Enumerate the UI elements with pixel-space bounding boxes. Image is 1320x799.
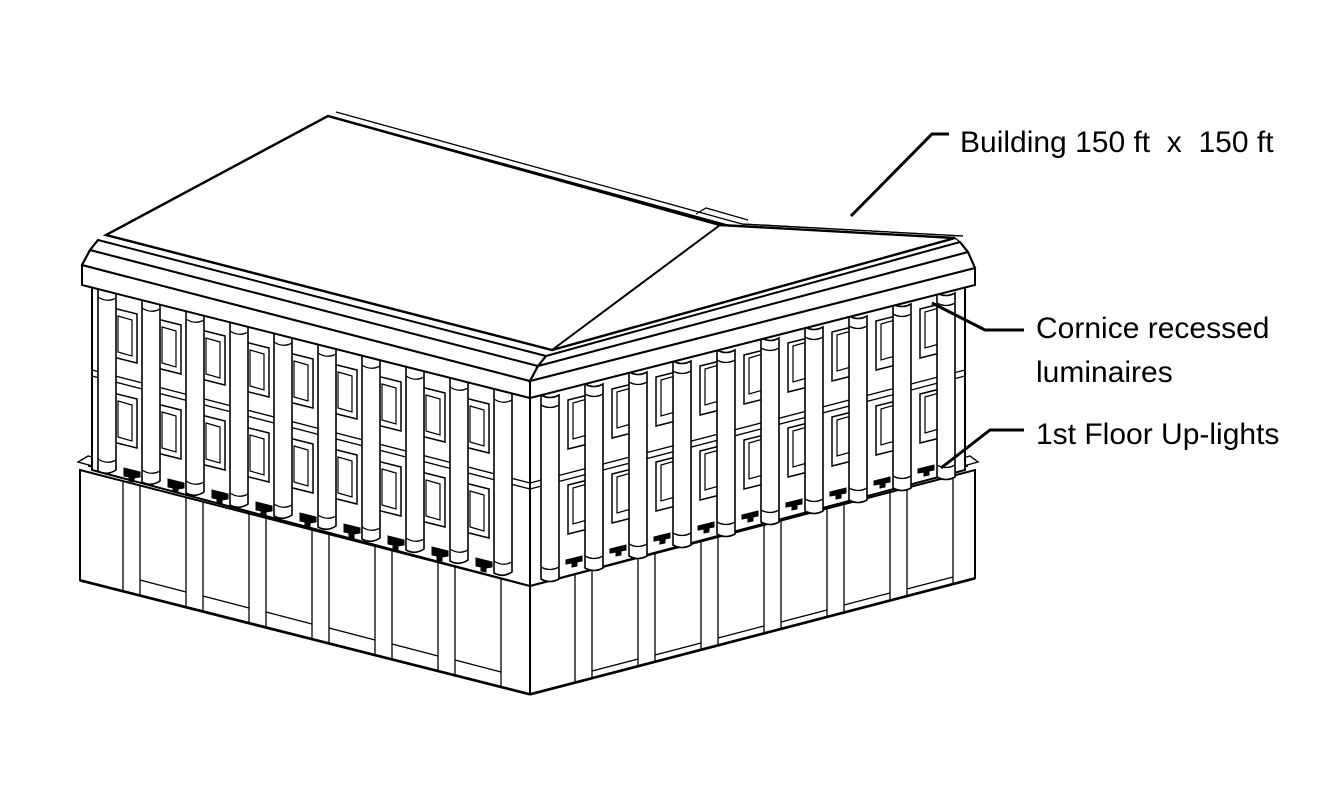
uplight-fixture <box>873 476 891 489</box>
uplight-fixture <box>211 489 229 505</box>
uplight-fixture <box>917 464 935 477</box>
plinth-pilasters-left <box>122 481 502 687</box>
column <box>449 372 469 565</box>
columns-left <box>97 282 513 577</box>
label-building-size: Building 150 ft x 150 ft <box>960 126 1274 159</box>
label-cornice-luminaires-line1: Cornice recessed <box>1036 312 1269 345</box>
column <box>317 338 337 531</box>
roof-parapet-notch <box>695 207 749 221</box>
cornice-corner-right <box>959 241 976 285</box>
columns-right <box>540 291 956 583</box>
uplight-fixtures <box>123 464 935 573</box>
uplight-fixture <box>475 557 493 573</box>
uplight-fixture <box>565 555 583 568</box>
plinth-pilasters-right <box>574 475 954 682</box>
annotations: Building 150 ft x 150 ft Cornice recesse… <box>849 126 1279 470</box>
windows-left-lower <box>112 392 490 539</box>
column <box>892 302 912 492</box>
column <box>493 384 513 577</box>
uplight-fixture <box>653 532 671 545</box>
leader-building-size <box>849 132 949 218</box>
column <box>273 327 293 520</box>
leader-first-floor-uplights <box>940 428 1024 470</box>
column <box>185 304 205 497</box>
cornice-corner-left <box>81 239 99 285</box>
uplight-fixture <box>343 523 361 539</box>
uplight-fixture <box>123 467 141 483</box>
column <box>672 359 692 549</box>
uplight-fixture <box>255 501 273 517</box>
roof-hip-right <box>551 224 721 351</box>
uplight-fixture <box>829 487 847 500</box>
roof-rim-right <box>954 237 961 243</box>
roof <box>102 111 964 352</box>
column <box>936 291 956 481</box>
roof-parapet-right-a <box>741 223 964 237</box>
column <box>716 348 736 538</box>
leader-cornice-luminaires <box>931 301 1024 332</box>
uplight-fixture <box>299 512 317 528</box>
column <box>540 393 560 583</box>
column <box>848 314 868 504</box>
column <box>229 316 249 509</box>
uplight-fixture <box>741 510 759 523</box>
facade-right <box>529 283 966 588</box>
column <box>361 350 381 543</box>
column <box>97 282 117 475</box>
column <box>628 370 648 560</box>
column <box>584 382 604 572</box>
label-cornice-luminaires-line2: luminaires <box>1036 356 1173 389</box>
roof-back-edge-upper <box>327 115 731 227</box>
column <box>405 361 425 554</box>
cornice-corner-front <box>529 355 547 398</box>
uplight-fixture <box>387 535 405 551</box>
column <box>141 293 161 486</box>
uplight-fixture <box>167 478 185 494</box>
uplight-fixture <box>785 498 803 511</box>
cornice <box>80 234 977 400</box>
facade-left <box>91 282 531 588</box>
column <box>760 336 780 526</box>
roof-hip-left <box>105 115 329 236</box>
uplight-fixture <box>431 546 449 562</box>
uplight-fixture <box>609 544 627 557</box>
label-first-floor-uplights: 1st Floor Up-lights <box>1036 418 1279 451</box>
column <box>804 325 824 515</box>
uplight-fixture <box>697 521 715 534</box>
